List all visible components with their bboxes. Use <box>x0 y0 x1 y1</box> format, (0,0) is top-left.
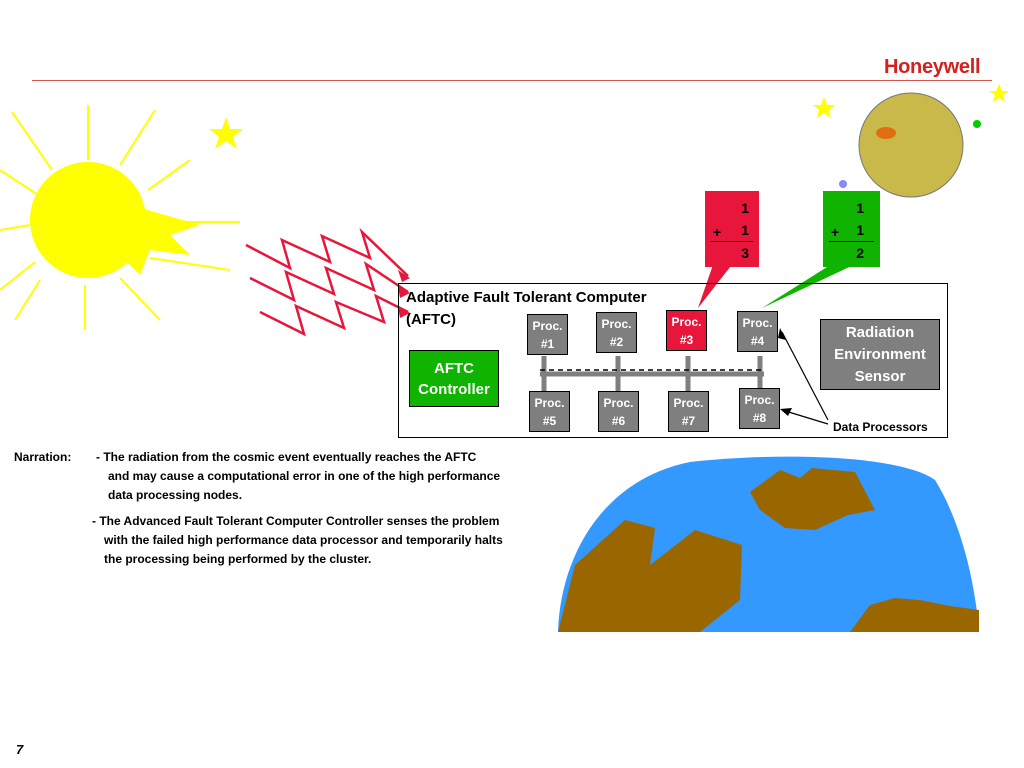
processor-7: Proc. #7 <box>668 391 709 432</box>
narration-para2-line2: with the failed high performance data pr… <box>104 533 503 547</box>
moon-dot-green <box>973 120 981 128</box>
honeywell-logo: Honeywell <box>884 56 981 78</box>
correct-sum-bar <box>829 241 874 242</box>
aftc-title: Adaptive Fault Tolerant Computer (AFTC) <box>406 287 696 331</box>
processor-3-failed: Proc. #3 <box>666 310 707 351</box>
radiation-environment-sensor: Radiation Environment Sensor <box>820 319 940 390</box>
narration-para2-line3: the processing being performed by the cl… <box>104 552 372 566</box>
data-processors-label: Data Processors <box>833 420 928 434</box>
arrow-head <box>780 408 792 416</box>
correct-sum-callout-tail <box>762 262 860 308</box>
processor-8: Proc. #8 <box>739 388 780 429</box>
correct-sum-box: 1 + 1 2 <box>823 191 880 267</box>
planet-icon <box>858 92 964 198</box>
star-icon <box>989 84 1009 102</box>
wrong-sum-callout-tail <box>698 262 734 308</box>
aftc-controller: AFTC Controller <box>409 350 499 407</box>
radiation-waves <box>245 227 410 337</box>
narration-para2-line1: - The Advanced Fault Tolerant Computer C… <box>92 514 500 528</box>
narration-label: Narration: <box>14 450 72 464</box>
moon-dot-blue <box>839 180 847 188</box>
processor-bus <box>540 356 764 392</box>
narration-para1-line1: - The radiation from the cosmic event ev… <box>96 450 477 464</box>
wrong-sum-b: 1 <box>741 222 749 238</box>
wrong-sum-a: 1 <box>741 200 749 216</box>
header-rule <box>32 80 992 81</box>
processor-5: Proc. #5 <box>529 391 570 432</box>
arrow-head <box>778 328 786 340</box>
star-icon <box>813 97 835 118</box>
aftc-frame <box>398 283 948 438</box>
aftc-title-line1: Adaptive Fault Tolerant Computer <box>406 289 647 306</box>
correct-sum-a: 1 <box>856 200 864 216</box>
sun-icon <box>30 162 200 278</box>
narration-para1-line3: data processing nodes. <box>108 488 243 502</box>
wrong-sum-bar <box>711 241 753 242</box>
page-number: 7 <box>16 742 24 757</box>
processor-1: Proc. #1 <box>527 314 568 355</box>
correct-sum-result: 2 <box>856 245 864 261</box>
processor-4: Proc. #4 <box>737 311 778 352</box>
aftc-title-line2: (AFTC) <box>406 311 456 328</box>
wrong-sum-box: 1 + 1 3 <box>705 191 759 267</box>
correct-sum-op: + <box>831 224 840 240</box>
wrong-sum-op: + <box>713 224 722 240</box>
narration-para1-line2: and may cause a computational error in o… <box>108 469 501 483</box>
correct-sum-b: 1 <box>856 222 864 238</box>
wrong-sum-result: 3 <box>741 245 749 261</box>
earth-icon <box>558 456 979 632</box>
processor-2: Proc. #2 <box>596 312 637 353</box>
processor-6: Proc. #6 <box>598 391 639 432</box>
star-icon <box>209 117 243 149</box>
